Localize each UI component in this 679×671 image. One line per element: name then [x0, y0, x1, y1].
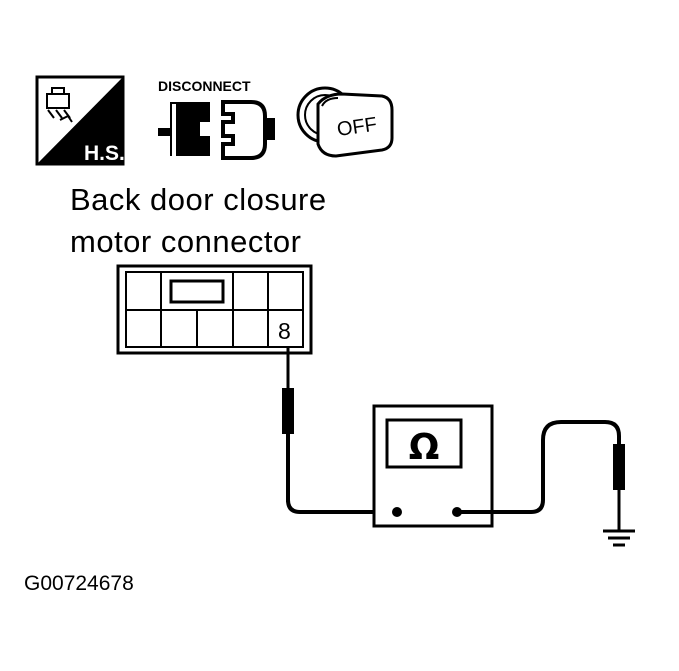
meter-terminal-left [392, 507, 402, 517]
ground-lead-wire [457, 420, 621, 514]
harness-sign-icon: H.S. [35, 75, 125, 166]
connector-face: 8 [116, 264, 313, 355]
ohm-symbol: Ω [409, 427, 440, 468]
connector-label-line2: motor connector [70, 224, 302, 259]
test-lead-wire [286, 499, 393, 514]
test-lead-probe [282, 347, 294, 502]
figure-code: G00724678 [24, 572, 134, 595]
harness-sign-text: H.S. [84, 142, 125, 165]
ground-icon [603, 529, 635, 547]
ohmmeter: Ω [372, 404, 494, 528]
ignition-key-off-icon: OFF [296, 86, 394, 158]
connector-label-line1: Back door closure [70, 182, 327, 217]
disconnect-text: DISCONNECT [158, 78, 251, 94]
terminal-number: 8 [278, 318, 291, 344]
disconnect-connector-icon: DISCONNECT [158, 78, 275, 160]
ground-probe [613, 444, 625, 530]
